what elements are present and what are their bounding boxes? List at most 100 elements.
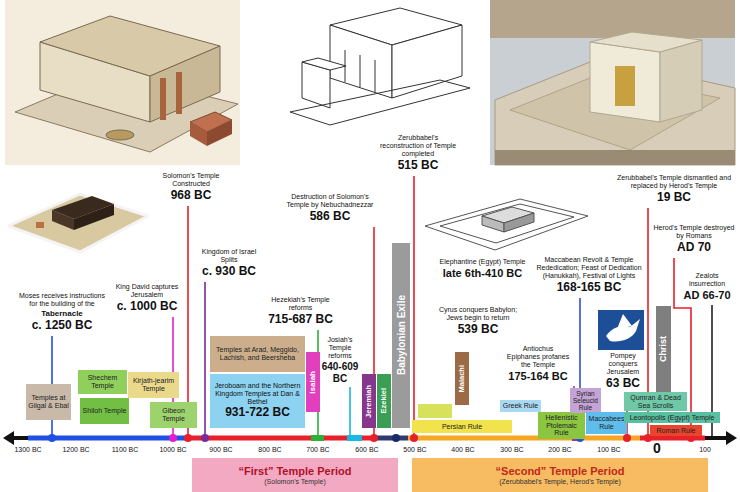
- timeline-band: “First” Temple Period(Solomon's Temple): [192, 458, 398, 492]
- callout-line: [413, 176, 415, 438]
- band-text: Temples at Arad, Meggido, Lachish, and B…: [212, 346, 303, 361]
- axis-year: 500 BC: [395, 446, 435, 454]
- event-text: Zerubbabel's Temple dismantled and repla…: [612, 174, 736, 190]
- solomon-temple-sketch: [176, 72, 182, 114]
- temple-line-drawing: [290, 8, 470, 125]
- event-text: King David captures Jerusalem: [112, 283, 182, 299]
- timeline-band: Greek Rule: [500, 400, 541, 412]
- event-text: Solomon's Temple Constructed: [150, 172, 232, 188]
- band-text: Christ: [659, 336, 669, 362]
- solomon-temple-sketch: [106, 130, 134, 140]
- band-text: Ezekiel: [380, 388, 388, 413]
- event-date: 63 BC: [600, 377, 646, 391]
- event-text: Moses receives instructions for the buil…: [16, 292, 108, 308]
- timeline-band: Leontopolis (Egypt) Temple: [624, 412, 720, 423]
- axis-year: 800 BC: [250, 446, 290, 454]
- vertical-band: Christ: [656, 306, 671, 392]
- axis-year: 1200 BC: [56, 446, 96, 454]
- time-axis: [623, 434, 631, 442]
- temple-line-drawing: [360, 55, 361, 87]
- band-subtext: (Zerubbabel's Temple, Herod's Temple): [499, 478, 620, 486]
- time-axis: [190, 436, 374, 441]
- band-text: “Second” Temple Period: [496, 465, 625, 477]
- time-axis: [3, 431, 14, 445]
- event-text: Josiah's Temple reforms: [320, 336, 360, 360]
- axis-year: 0: [637, 440, 677, 456]
- band-text: Qumran & Dead Sea Scrolls: [626, 394, 685, 409]
- event-date: late 6th-410 BC: [435, 267, 530, 280]
- band-text: Jeremiah: [365, 385, 373, 418]
- event-date: c. 1000 BC: [112, 300, 182, 314]
- axis-year: 900 BC: [201, 446, 241, 454]
- solomon-temple-sketch: [150, 46, 220, 122]
- solomon-temple-sketch: [160, 78, 166, 120]
- zerubbabel-temple-sketch: [425, 199, 588, 250]
- event-date: 515 BC: [375, 159, 461, 173]
- herod-temple-model-photo: [495, 150, 735, 165]
- event-date: 168-165 BC: [535, 281, 643, 295]
- event-date: 586 BC: [285, 210, 375, 224]
- zerubbabel-temple-sketch: [482, 216, 504, 232]
- event-text: Zealots insurrection: [678, 272, 736, 288]
- band-text: Babylonian Exile: [396, 295, 407, 375]
- time-axis: [370, 434, 378, 442]
- band-subtext: (Solomon's Temple): [264, 478, 326, 486]
- callout-line: [52, 176, 712, 438]
- tabernacle-illustration: [74, 204, 114, 230]
- timeline-band: Temples at Arad, Meggido, Lachish, and B…: [210, 336, 305, 372]
- zerubbabel-temple-sketch: [440, 204, 574, 243]
- elephantine-bar: [418, 404, 452, 418]
- vertical-band: Ezekiel: [377, 374, 391, 428]
- band-text: Leontopolis (Egypt) Temple: [630, 414, 715, 422]
- timeline-band: Roman Rule: [650, 425, 702, 436]
- timeline-band: Jeroboam and the Northern Kingdom Temple…: [210, 374, 305, 428]
- time-axis: [374, 436, 408, 441]
- band-text: Isaiah: [309, 371, 318, 394]
- event-date: 539 BC: [432, 323, 524, 337]
- axis-year: 1000 BC: [153, 446, 193, 454]
- band-text: Hellenistic Ptolemaic Rule: [540, 414, 583, 437]
- band-text: Temples at Gilgal & Ebal: [28, 394, 69, 409]
- axis-year: 400 BC: [443, 446, 483, 454]
- dove-icon: [617, 314, 632, 329]
- event-date: AD 66-70: [678, 289, 736, 302]
- solomon-temple-sketch: [5, 0, 240, 165]
- vertical-band: Malachi: [455, 352, 469, 405]
- band-text: Malachi: [458, 365, 466, 393]
- band-text: Greek Rule: [503, 402, 538, 410]
- axis-year: 1300 BC: [8, 446, 48, 454]
- herod-temple-model-photo: [615, 66, 635, 106]
- event-text: Kingdom of Israel Splits: [196, 248, 262, 264]
- event-date: 715-687 BC: [263, 313, 338, 327]
- tabernacle-illustration: [52, 210, 74, 230]
- timeline-band: Qumran & Dead Sea Scrolls: [624, 392, 687, 411]
- event-date: 640-609 BC: [320, 361, 360, 384]
- timeline-band: Shechem Temple: [78, 370, 127, 394]
- herod-temple-model-photo: [660, 40, 702, 122]
- time-axis: [705, 436, 726, 440]
- axis-year: 1100 BC: [105, 446, 145, 454]
- solomon-temple-sketch: [190, 122, 207, 146]
- herod-temple-model-photo: [490, 0, 735, 165]
- axis-year: 100: [685, 446, 725, 454]
- band-text: Shechem Temple: [80, 374, 125, 389]
- event-text: Antiochus Epiphanes profanes the Temple: [506, 345, 570, 369]
- event-text: Pompey conquers Jerusalem: [600, 352, 646, 376]
- timeline-band: Syrian Seleucid Rule: [570, 388, 601, 413]
- temple-line-drawing: [392, 25, 462, 98]
- timeline-band: Temples at Gilgal & Ebal: [26, 384, 71, 420]
- dove-icon: [598, 310, 644, 350]
- temple-line-drawing: [330, 25, 392, 98]
- band-subtext: 931-722 BC: [225, 406, 290, 419]
- dove-icon: [598, 310, 644, 350]
- vertical-band: Babylonian Exile: [392, 243, 410, 428]
- event-text: Destruction of Solomon's Temple by Nebuc…: [285, 193, 375, 209]
- band-text: Jeroboam and the Northern Kingdom Temple…: [212, 382, 303, 405]
- temple-line-drawing: [375, 60, 376, 92]
- herod-temple-model-photo: [490, 0, 735, 38]
- solomon-temple-sketch: [207, 120, 232, 146]
- tabernacle-illustration: [8, 194, 148, 252]
- event-text: Tabernacle: [16, 309, 108, 318]
- timeline-band: Gibeon Temple: [150, 402, 197, 428]
